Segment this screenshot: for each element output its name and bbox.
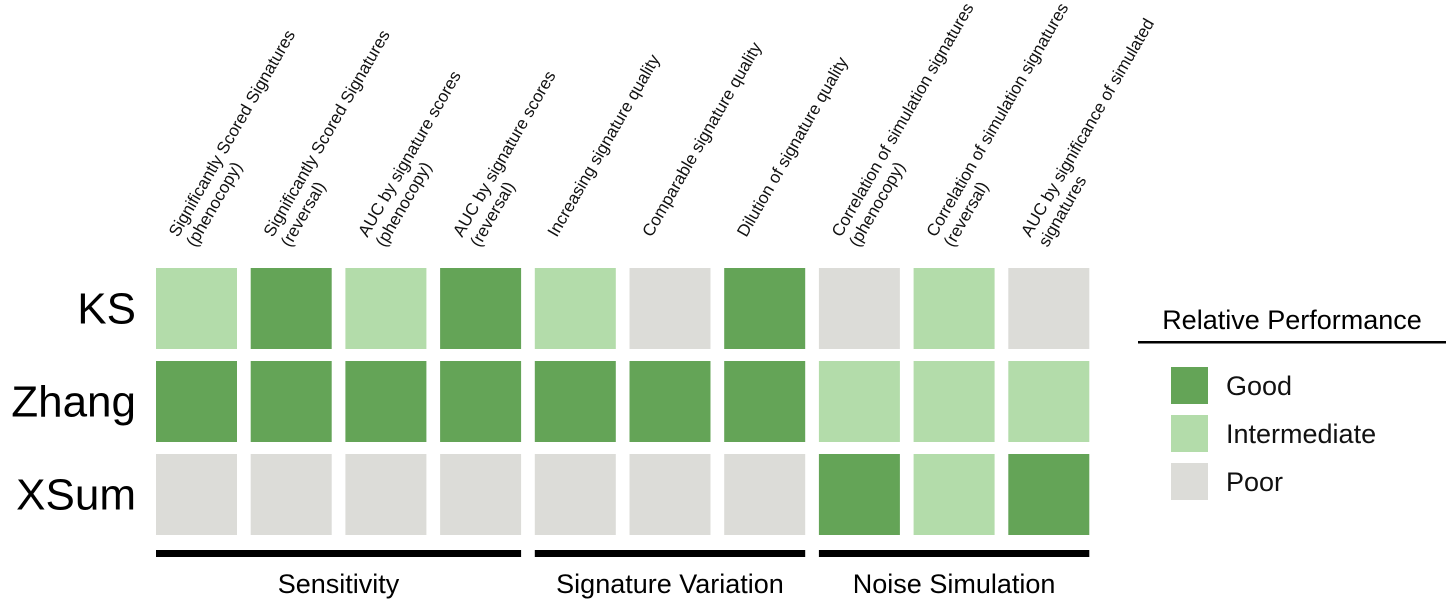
legend-rule <box>1138 341 1446 344</box>
heatmap-cell <box>534 361 616 442</box>
group-bar <box>534 550 806 557</box>
group-bar <box>156 550 522 557</box>
heatmap-cell <box>913 268 995 349</box>
heatmap-cell <box>345 361 427 442</box>
legend-label-poor: Poor <box>1226 467 1283 497</box>
heatmap-cell <box>440 361 522 442</box>
heatmap-cell <box>250 454 332 535</box>
legend-label-intermediate: Intermediate <box>1226 419 1376 449</box>
heatmap-cell <box>250 268 332 349</box>
group-label: Noise Simulation <box>853 569 1056 599</box>
heatmap-cells <box>156 268 1090 535</box>
row-label: XSum <box>16 471 136 520</box>
heatmap-cell <box>724 268 806 349</box>
heatmap-cell <box>818 268 900 349</box>
legend-title: Relative Performance <box>1162 305 1422 335</box>
heatmap-cell <box>629 268 711 349</box>
column-label: Increasing signature quality <box>544 51 664 240</box>
heatmap-cell <box>440 454 522 535</box>
column-label-line: AUC by signature scores <box>354 68 464 240</box>
heatmap-cell <box>913 361 995 442</box>
heatmap-cell <box>818 454 900 535</box>
heatmap-cell <box>156 454 237 535</box>
legend-swatch-good <box>1171 367 1208 404</box>
heatmap-cell <box>1008 268 1090 349</box>
column-groups: Sensitivity Signature Variation Noise Simu… <box>156 550 1090 599</box>
group-label: Signature Variation <box>556 569 784 599</box>
heatmap-cell <box>534 268 616 349</box>
row-label: Zhang <box>11 378 136 427</box>
column-label: Dilution of signature quality <box>733 53 852 240</box>
column-label-line: Increasing signature quality <box>544 51 664 240</box>
heatmap-cell <box>156 361 237 442</box>
heatmap-cell <box>1008 454 1090 535</box>
heatmap-cell <box>345 454 427 535</box>
heatmap-cell <box>724 454 806 535</box>
heatmap-cell <box>629 454 711 535</box>
row-label: KS <box>77 285 136 334</box>
heatmap-cell <box>818 361 900 442</box>
heatmap-cell <box>629 361 711 442</box>
heatmap-cell <box>156 268 237 349</box>
column-labels: Significantly Scored Signatures(phenocop… <box>165 0 1158 250</box>
heatmap-cell <box>250 361 332 442</box>
column-label-line: AUC by signature scores <box>449 68 559 240</box>
heatmap-cell <box>913 454 995 535</box>
heatmap-cell <box>534 454 616 535</box>
legend-swatch-poor <box>1171 463 1208 500</box>
heatmap-cell <box>724 361 806 442</box>
heatmap-cell <box>1008 361 1090 442</box>
group-bar <box>818 550 1090 557</box>
legend-swatch-intermediate <box>1171 415 1208 452</box>
column-label-line: Dilution of signature quality <box>733 53 852 240</box>
heatmap-cell <box>440 268 522 349</box>
group-label: Sensitivity <box>278 569 400 599</box>
heatmap-cell <box>345 268 427 349</box>
legend-label-good: Good <box>1226 371 1292 401</box>
